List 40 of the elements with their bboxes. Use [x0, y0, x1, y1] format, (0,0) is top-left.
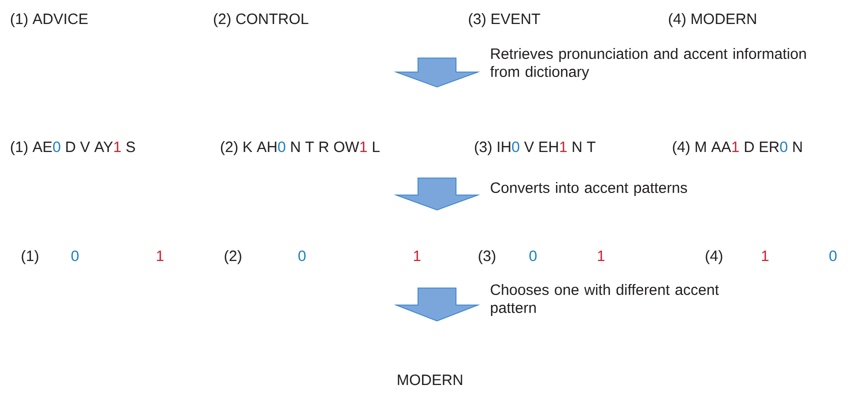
phoneme-text: S [126, 142, 135, 152]
accent-digit: 1 [414, 250, 420, 261]
accent-digit: 1 [114, 142, 121, 152]
phoneme-text: V EH [524, 142, 558, 152]
phoneme-text: N T R OW [291, 142, 360, 152]
word-label: (3) EVENT [468, 13, 540, 28]
accent-digit: 1 [360, 142, 367, 152]
item-number: (4) [706, 250, 722, 264]
accent-digit: 0 [278, 142, 286, 152]
step-caption: Converts into accent patterns [490, 182, 688, 196]
accent-digit: 1 [762, 250, 768, 261]
accent-digit: 1 [598, 250, 604, 261]
step-caption: Chooses one with different accent pattern [490, 284, 719, 316]
phoneme-text: (1) AE [10, 141, 52, 156]
phoneme-text: D ER [744, 142, 779, 152]
phoneme-text: D V AY [66, 142, 113, 152]
phoneme-text: (4) M AA [672, 141, 732, 156]
accent-digit: 1 [560, 142, 567, 152]
step-caption: Retrieves pronunciation and accent information from dictionary [490, 48, 806, 80]
word-label: (4) MODERN [668, 13, 756, 28]
item-number: (3) [478, 250, 496, 264]
accent-digit: 0 [780, 142, 788, 152]
phoneme-text: (3) IH [474, 141, 510, 156]
phoneme-text: L [372, 142, 380, 152]
phoneme-text: N T [572, 142, 596, 152]
result-word: MODERN [398, 374, 462, 386]
accent-digit: 0 [829, 250, 837, 262]
accent-digit: 0 [529, 250, 537, 262]
word-label: (2) CONTROL [214, 13, 308, 28]
word-label: (1) ADVICE [10, 13, 88, 28]
accent-digit: 0 [71, 250, 79, 262]
phoneme-text: (2) K AH [220, 141, 276, 156]
accent-digit: 1 [732, 142, 739, 152]
accent-digit: 1 [156, 250, 164, 261]
accent-digit: 0 [512, 142, 520, 152]
accent-digit: 0 [53, 142, 60, 152]
item-number: (2) [224, 250, 242, 264]
accent-digit: 0 [298, 250, 306, 262]
item-number: (1) [22, 250, 38, 264]
phoneme-text: N [793, 142, 802, 152]
